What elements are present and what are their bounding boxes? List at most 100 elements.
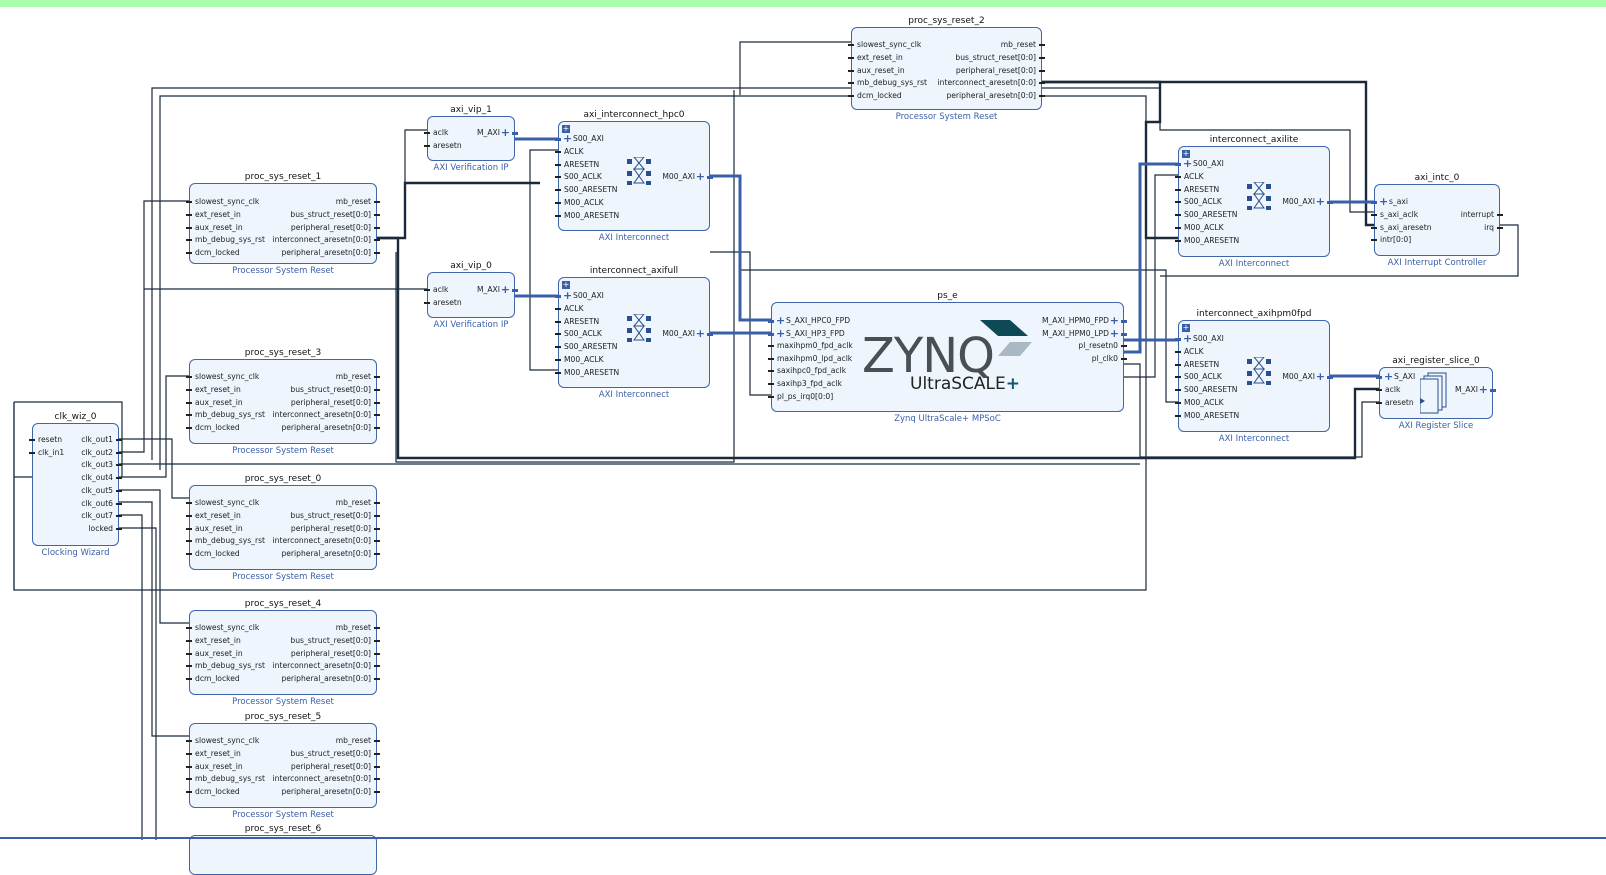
port-pin[interactable] <box>1376 401 1382 404</box>
port-pin[interactable] <box>186 201 192 203</box>
port-pin[interactable] <box>555 189 561 192</box>
port-pin[interactable] <box>848 95 854 98</box>
port-pin[interactable] <box>374 226 380 229</box>
bus-plus-icon[interactable]: + <box>500 126 510 139</box>
port-pin[interactable] <box>1039 44 1045 46</box>
bus-plus-icon[interactable]: + <box>776 326 786 340</box>
port-pin[interactable] <box>1039 95 1045 98</box>
port-pin[interactable] <box>848 69 854 72</box>
bus-plus-icon[interactable]: + <box>1315 370 1325 384</box>
port-pin[interactable] <box>374 427 380 430</box>
port-pin[interactable] <box>555 307 561 310</box>
port-pin[interactable] <box>374 652 380 655</box>
port-pin[interactable] <box>186 239 192 242</box>
port-pin[interactable] <box>1371 213 1377 216</box>
bus-plus-icon[interactable]: + <box>563 289 573 302</box>
port-pin[interactable] <box>555 359 561 361</box>
port-pin[interactable] <box>512 289 518 292</box>
port-pin[interactable] <box>1175 188 1181 191</box>
port-pin[interactable] <box>555 163 561 166</box>
port-pin[interactable] <box>186 514 192 517</box>
block-proc-sys-reset-6[interactable] <box>189 835 377 875</box>
port-pin[interactable] <box>186 388 192 391</box>
port-pin[interactable] <box>1175 363 1181 366</box>
port-pin[interactable] <box>116 439 122 441</box>
port-pin[interactable] <box>1497 213 1503 216</box>
port-pin[interactable] <box>555 333 561 336</box>
port-pin[interactable] <box>374 239 380 242</box>
port-pin[interactable] <box>374 765 380 768</box>
port-pin[interactable] <box>116 464 122 467</box>
port-pin[interactable] <box>374 376 380 378</box>
port-pin[interactable] <box>1039 69 1045 72</box>
port-pin[interactable] <box>1175 175 1181 178</box>
port-pin[interactable] <box>1175 402 1181 404</box>
port-pin[interactable] <box>374 740 380 742</box>
port-pin[interactable] <box>1327 376 1333 380</box>
block-ps-e[interactable]: S_AXI_HPC0_FPD+S_AXI_HP3_FPD+maxihpm0_fp… <box>768 302 1127 412</box>
bus-plus-icon[interactable]: + <box>1183 332 1193 345</box>
port-pin[interactable] <box>186 226 192 229</box>
port-pin[interactable] <box>374 627 380 629</box>
port-pin[interactable] <box>1121 320 1127 323</box>
port-pin[interactable] <box>186 401 192 404</box>
port-pin[interactable] <box>374 388 380 391</box>
port-pin[interactable] <box>555 150 561 153</box>
bus-plus-icon[interactable]: + <box>1109 314 1119 327</box>
port-pin[interactable] <box>512 132 518 135</box>
port-pin[interactable] <box>186 540 192 543</box>
port-pin[interactable] <box>1175 350 1181 353</box>
port-pin[interactable] <box>1175 414 1181 417</box>
port-pin[interactable] <box>1039 82 1045 85</box>
port-pin[interactable] <box>186 527 192 530</box>
port-pin[interactable] <box>116 515 122 518</box>
port-pin[interactable] <box>848 82 854 85</box>
port-pin[interactable] <box>848 56 854 59</box>
port-pin[interactable] <box>768 345 774 348</box>
bus-plus-icon[interactable]: + <box>1315 195 1325 209</box>
port-pin[interactable] <box>1175 163 1181 166</box>
expand-icon[interactable]: + <box>562 280 570 289</box>
port-pin[interactable] <box>1175 389 1181 392</box>
bus-plus-icon[interactable]: + <box>1379 195 1389 208</box>
bus-plus-icon[interactable]: + <box>500 283 510 296</box>
bus-plus-icon[interactable]: + <box>695 170 705 184</box>
port-pin[interactable] <box>1376 388 1382 391</box>
port-pin[interactable] <box>1490 388 1496 392</box>
port-pin[interactable] <box>374 401 380 404</box>
port-pin[interactable] <box>29 451 35 454</box>
port-pin[interactable] <box>768 320 774 323</box>
port-pin[interactable] <box>1175 227 1181 229</box>
port-pin[interactable] <box>555 320 561 323</box>
port-pin[interactable] <box>186 252 192 255</box>
port-pin[interactable] <box>1175 214 1181 217</box>
port-pin[interactable] <box>374 540 380 543</box>
bus-plus-icon[interactable]: + <box>695 327 705 341</box>
port-pin[interactable] <box>555 138 561 141</box>
port-pin[interactable] <box>555 214 561 217</box>
port-pin[interactable] <box>555 346 561 349</box>
port-pin[interactable] <box>374 752 380 755</box>
port-pin[interactable] <box>186 213 192 216</box>
port-pin[interactable] <box>186 765 192 768</box>
port-pin[interactable] <box>186 553 192 556</box>
port-pin[interactable] <box>186 752 192 755</box>
port-pin[interactable] <box>116 477 122 480</box>
port-pin[interactable] <box>1121 357 1127 360</box>
port-pin[interactable] <box>116 451 122 454</box>
port-pin[interactable] <box>1121 345 1127 348</box>
port-pin[interactable] <box>1039 56 1045 59</box>
port-pin[interactable] <box>374 502 380 504</box>
port-pin[interactable] <box>186 502 192 504</box>
expand-icon[interactable]: + <box>562 124 570 133</box>
bus-plus-icon[interactable]: + <box>563 132 573 145</box>
